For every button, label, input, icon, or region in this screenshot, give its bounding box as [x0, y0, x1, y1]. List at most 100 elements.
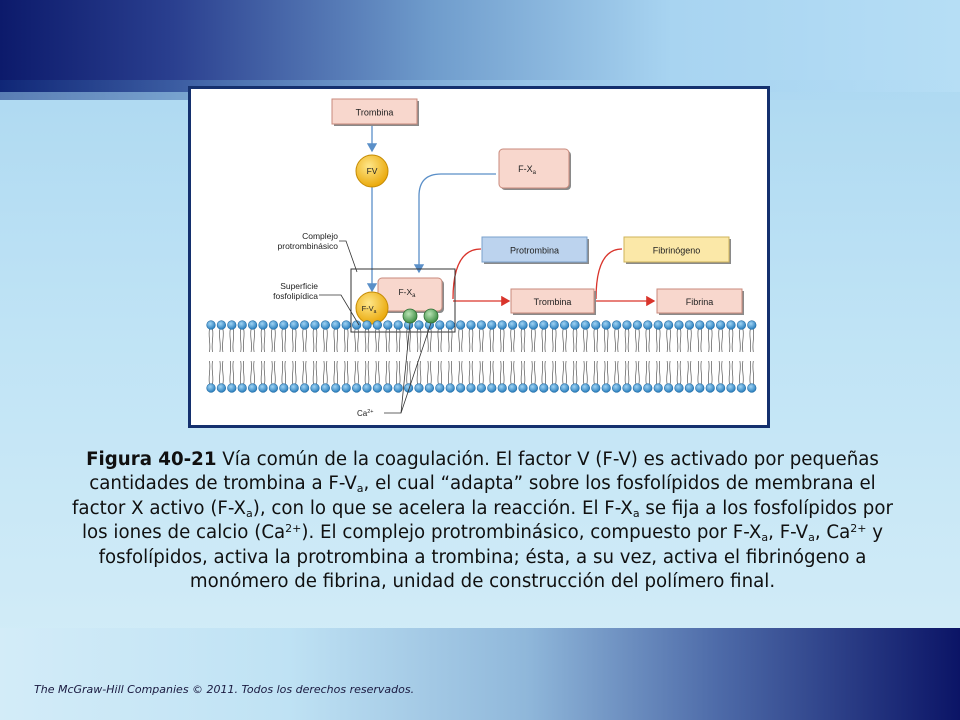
- trombina-product-label: Trombina: [534, 297, 572, 307]
- lipid-tail: [364, 360, 367, 385]
- lipid-tail: [284, 328, 287, 353]
- lipid-tail: [739, 360, 741, 385]
- lipid-tail: [700, 360, 703, 385]
- lipid-tail: [357, 360, 359, 385]
- lipid-head: [570, 383, 580, 393]
- lipid-tail: [554, 360, 557, 385]
- lipid-head: [456, 383, 466, 393]
- lipid-head: [445, 320, 455, 330]
- lipid-tail: [427, 328, 429, 353]
- box-protrombina: Protrombina: [481, 236, 589, 264]
- lipid-head: [216, 320, 226, 330]
- lipid-head: [591, 320, 601, 330]
- lipid-tail: [378, 360, 380, 385]
- lipid-head: [227, 320, 237, 330]
- lipid-head: [393, 383, 403, 393]
- lipid-tail: [721, 328, 723, 353]
- lipid-tail: [437, 360, 440, 385]
- lipid-tail: [406, 360, 408, 385]
- lipid-tail: [263, 360, 266, 385]
- lipid-head: [570, 320, 580, 330]
- lipid-head: [237, 320, 247, 330]
- lipid-head: [487, 383, 497, 393]
- lipid-head: [622, 320, 632, 330]
- lipid-tail: [523, 328, 526, 353]
- lipid-head: [726, 383, 736, 393]
- lipid-tail: [326, 328, 328, 353]
- lipid-tail: [710, 328, 713, 353]
- lipid-tail: [471, 360, 474, 385]
- lipid-tail: [575, 328, 578, 353]
- lipid-head: [508, 383, 518, 393]
- lipid-tail: [232, 328, 235, 353]
- caption-title: Figura 40-21: [86, 449, 217, 470]
- lipid-head: [518, 320, 528, 330]
- figure-caption: Figura 40-21 Vía común de la coagulación…: [72, 449, 893, 593]
- lipid-tail: [364, 328, 367, 353]
- fva-circle: F-Va: [355, 291, 389, 325]
- lipid-tail: [294, 328, 297, 353]
- lipid-tail: [687, 360, 689, 385]
- lipid-tail: [531, 328, 533, 353]
- lipid-head: [352, 320, 362, 330]
- lipid-tail: [242, 328, 245, 353]
- copyright-notice: The McGraw-Hill Companies © 2011. Todos …: [34, 683, 415, 696]
- lipid-head: [736, 383, 747, 393]
- lipid-tail: [315, 328, 318, 353]
- lipid-head: [497, 383, 507, 393]
- lipid-tail: [219, 360, 221, 385]
- lipid-tail: [513, 328, 515, 353]
- lipid-tail: [388, 360, 391, 385]
- lipid-tail: [583, 360, 585, 385]
- lipid-tail: [458, 360, 460, 385]
- lipid-tail: [333, 328, 336, 353]
- lipid-tail: [707, 328, 710, 353]
- lipid-tail: [461, 360, 463, 385]
- lipid-tail: [679, 328, 682, 353]
- lipid-tail: [700, 328, 703, 353]
- lipid-tail: [416, 328, 419, 353]
- ca-label: Ca2+: [357, 409, 374, 418]
- lipid-tail: [450, 360, 453, 385]
- lipid-tail: [565, 328, 567, 353]
- lipid-tail: [458, 328, 460, 353]
- lipid-head: [632, 320, 643, 330]
- lipid-tail: [208, 360, 211, 385]
- lipid-tail: [378, 328, 380, 353]
- lipid-head: [476, 320, 487, 330]
- lipid-tail: [409, 328, 411, 353]
- lipid-tail: [450, 328, 453, 353]
- lipid-tail: [427, 360, 429, 385]
- lipid-head: [341, 383, 351, 393]
- lipid-head: [612, 320, 622, 330]
- lipid-tail: [274, 360, 276, 385]
- lipid-tail: [648, 360, 651, 385]
- lipid-tail: [575, 360, 578, 385]
- lipid-tail: [253, 328, 255, 353]
- lipid-tail: [624, 360, 627, 385]
- lipid-head: [549, 383, 559, 393]
- lipid-head: [331, 383, 341, 393]
- lipid-tail: [471, 328, 474, 353]
- lipid-head: [279, 383, 289, 393]
- lipid-tail: [749, 360, 752, 385]
- lipid-tail: [544, 360, 547, 385]
- lipid-tail: [742, 360, 744, 385]
- lipid-head: [320, 383, 330, 393]
- lipid-head: [601, 383, 611, 393]
- lipid-head: [289, 320, 299, 330]
- lipid-tail: [302, 360, 304, 385]
- box-trombina-product: Trombina: [510, 288, 596, 315]
- lipid-tail: [627, 328, 630, 353]
- lipid-head: [580, 320, 591, 330]
- protrombina-label: Protrombina: [510, 246, 559, 256]
- lipid-tail: [375, 328, 377, 353]
- lipid-tail: [614, 328, 616, 353]
- lipid-tail: [520, 328, 523, 353]
- lipid-tail: [554, 328, 557, 353]
- lipid-tail: [676, 360, 679, 385]
- lipid-tail: [513, 360, 515, 385]
- lipid-tail: [430, 328, 432, 353]
- lipid-tail: [544, 328, 547, 353]
- lipid-tail: [731, 360, 734, 385]
